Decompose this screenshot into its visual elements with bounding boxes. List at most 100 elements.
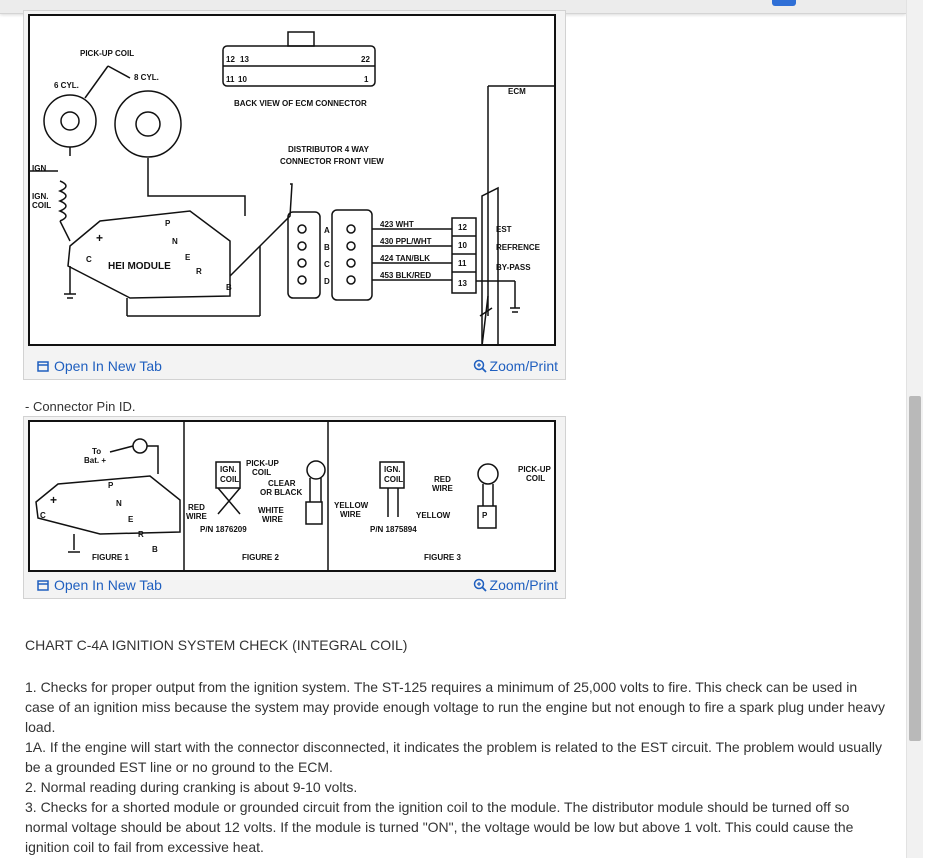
f1-r: R <box>138 530 144 539</box>
ecm-label: ECM <box>508 87 526 96</box>
figure-links-2: Open In New Tab Zoom/Print <box>24 572 565 598</box>
f3-red: RED <box>434 475 451 484</box>
bat-label: Bat. + <box>84 456 106 465</box>
pin-a: A <box>324 226 330 235</box>
ecm-pin-11: 11 <box>458 259 467 268</box>
conn-10: 10 <box>238 75 247 84</box>
f1-c: C <box>40 511 46 520</box>
f2-red: RED <box>188 503 205 512</box>
figure-1-label: FIGURE 1 <box>92 553 129 562</box>
ecm-pin-10: 10 <box>458 241 467 250</box>
f2-pn: P/N 1876209 <box>200 525 247 534</box>
conn-13: 13 <box>240 55 249 64</box>
f1-n: N <box>116 499 122 508</box>
open-in-new-tab-link-2[interactable]: Open In New Tab <box>37 577 162 593</box>
connector-pin-figure: To Bat. + P N E R B C + FIGURE 1 IGN. CO… <box>23 416 566 599</box>
zoom-icon <box>473 359 487 373</box>
paragraph: 1A. If the engine will start with the co… <box>25 739 883 775</box>
figure-links: Open In New Tab Zoom/Print <box>24 353 565 379</box>
f2-white: WHITE <box>258 506 284 515</box>
f2-clear: CLEAR <box>268 479 296 488</box>
conn-11: 11 <box>226 75 235 84</box>
hei-b: B <box>226 283 232 292</box>
scrollbar-thumb[interactable] <box>909 396 921 741</box>
f3-pickup: PICK-UP <box>518 465 552 474</box>
paragraph: 3. Checks for a shorted module or ground… <box>25 799 854 855</box>
f3-yellow-2: YELLOW <box>416 511 451 520</box>
wiring-diagram-image: PICK-UP COIL 6 CYL. 8 CYL. BACK VIEW OF … <box>28 14 556 347</box>
connector-pin-svg: To Bat. + P N E R B C + FIGURE 1 IGN. CO… <box>35 422 552 570</box>
conn-22: 22 <box>361 55 370 64</box>
ign-label: IGN <box>32 164 46 173</box>
conn-1: 1 <box>364 75 369 84</box>
ign-coil-label-2: COIL <box>32 201 51 210</box>
ref-label: REFRENCE <box>496 243 541 252</box>
cyl8-label: 8 CYL. <box>134 73 159 82</box>
f2-pickup: PICK-UP <box>246 459 280 468</box>
hei-e: E <box>185 253 191 262</box>
connector-pin-image: To Bat. + P N E R B C + FIGURE 1 IGN. CO… <box>28 420 556 572</box>
figure-3-label: FIGURE 3 <box>424 553 461 562</box>
f1-plus: + <box>50 493 57 507</box>
hei-module-label: HEI MODULE <box>108 261 171 272</box>
pin-c: C <box>324 260 330 269</box>
f3-pn: P/N 1875894 <box>370 525 417 534</box>
pickup-coil-label: PICK-UP COIL <box>80 49 134 58</box>
paragraph: 1. Checks for proper output from the ign… <box>25 679 885 735</box>
hei-n: N <box>172 237 178 246</box>
wire-424: 424 TAN/BLK <box>380 254 430 263</box>
pin-b: B <box>324 243 330 252</box>
f2-wire: WIRE <box>186 512 208 521</box>
zoom-print-link[interactable]: Zoom/Print <box>473 358 558 374</box>
toolbar-button[interactable] <box>772 0 796 6</box>
to-label: To <box>92 447 101 456</box>
f3-yellow: YELLOW <box>334 501 369 510</box>
body-text: 1. Checks for proper output from the ign… <box>25 677 885 857</box>
wire-453: 453 BLK/RED <box>380 271 431 280</box>
hei-p: P <box>165 219 171 228</box>
f3-ign: IGN. <box>384 465 400 474</box>
cyl6-label: 6 CYL. <box>54 81 79 90</box>
f3-coil: COIL <box>384 475 403 484</box>
wiring-diagram-figure: PICK-UP COIL 6 CYL. 8 CYL. BACK VIEW OF … <box>23 10 566 380</box>
dist-label-2: CONNECTOR FRONT VIEW <box>280 157 384 166</box>
f2-coil: COIL <box>220 475 239 484</box>
zoom-print-link-2[interactable]: Zoom/Print <box>473 577 558 593</box>
right-margin <box>923 0 939 858</box>
open-in-new-tab-icon <box>37 580 49 591</box>
pin-d: D <box>324 277 330 286</box>
f1-e: E <box>128 515 134 524</box>
f3-pin-p: P <box>482 511 488 520</box>
conn-12: 12 <box>226 55 235 64</box>
open-in-new-tab-label: Open In New Tab <box>54 358 162 374</box>
figure-2-label: FIGURE 2 <box>242 553 279 562</box>
f1-p: P <box>108 481 114 490</box>
open-in-new-tab-icon <box>37 361 49 372</box>
f2-orblack: OR BLACK <box>260 488 302 497</box>
vertical-scrollbar[interactable] <box>906 0 923 858</box>
ign-coil-label-1: IGN. <box>32 192 48 201</box>
paragraph: 2. Normal reading during cranking is abo… <box>25 779 358 795</box>
dist-label: DISTRIBUTOR 4 WAY <box>288 145 370 154</box>
figure-caption: - Connector Pin ID. <box>25 399 136 414</box>
ecm-back-label: BACK VIEW OF ECM CONNECTOR <box>234 99 367 108</box>
wire-423: 423 WHT <box>380 220 414 229</box>
wire-430: 430 PPL/WHT <box>380 237 432 246</box>
est-label: EST <box>496 225 512 234</box>
f3-red-wire: WIRE <box>432 484 454 493</box>
f1-b: B <box>152 545 158 554</box>
bypass-label: BY-PASS <box>496 263 531 272</box>
hei-plus: + <box>96 231 103 245</box>
section-title: CHART C-4A IGNITION SYSTEM CHECK (INTEGR… <box>25 637 408 653</box>
hei-r: R <box>196 267 202 276</box>
f2-white-wire: WIRE <box>262 515 284 524</box>
open-in-new-tab-label-2: Open In New Tab <box>54 577 162 593</box>
f2-pickup-coil: COIL <box>252 468 271 477</box>
open-in-new-tab-link[interactable]: Open In New Tab <box>37 358 162 374</box>
f3-pickup-coil: COIL <box>526 474 545 483</box>
ecm-pin-13: 13 <box>458 279 467 288</box>
f3-yellow-wire: WIRE <box>340 510 362 519</box>
ecm-pin-12: 12 <box>458 223 467 232</box>
zoom-icon <box>473 578 487 592</box>
f2-ign: IGN. <box>220 465 236 474</box>
